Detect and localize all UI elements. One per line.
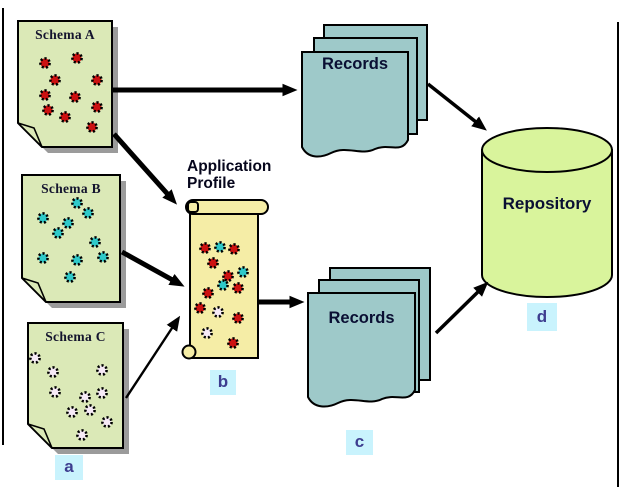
arrow-records-top-to-repository bbox=[426, 82, 487, 131]
marker-d: d bbox=[527, 303, 557, 331]
marker-b: b bbox=[210, 370, 236, 395]
scroll-roll-curl bbox=[187, 201, 199, 213]
schema-a-label: Schema A bbox=[35, 27, 95, 42]
records-top-front-page bbox=[301, 51, 409, 158]
schema-a-document bbox=[17, 20, 118, 153]
application-profile-title: Application Profile bbox=[187, 158, 271, 192]
repository-label: Repository bbox=[502, 194, 592, 213]
application-profile-scroll bbox=[181, 199, 269, 360]
scroll-top-roll bbox=[185, 199, 269, 215]
arrow-schema-a-to-profile bbox=[112, 132, 177, 205]
scroll-bottom-curl bbox=[181, 344, 197, 360]
arrow-schema-c-to-profile bbox=[124, 315, 181, 399]
arrow-schema-b-to-profile bbox=[120, 249, 185, 287]
schema-a-fold-corner bbox=[17, 122, 43, 148]
repository-cylinder-top bbox=[481, 127, 613, 173]
records-bottom-stack bbox=[307, 267, 431, 408]
arrow-records-bottom-to-repository bbox=[434, 281, 489, 335]
records-bottom-label: Records bbox=[328, 309, 395, 327]
repository-cylinder bbox=[481, 127, 613, 298]
schema-c-fold-corner bbox=[27, 423, 53, 449]
schema-c-document bbox=[27, 322, 129, 454]
application-profile-title-line1: Application bbox=[187, 158, 272, 175]
schema-b-document bbox=[21, 174, 126, 308]
schema-b-dots bbox=[37, 197, 109, 283]
records-top-stack bbox=[301, 24, 428, 158]
schema-c-dots bbox=[29, 352, 113, 441]
schema-b-fold-corner bbox=[21, 277, 47, 303]
schema-b-label: Schema B bbox=[41, 181, 101, 196]
schema-c-label: Schema C bbox=[45, 329, 106, 344]
application-profile-title-line2: Profile bbox=[187, 175, 236, 192]
marker-a: a bbox=[55, 455, 83, 480]
schema-a-dots bbox=[39, 52, 103, 133]
marker-c: c bbox=[346, 430, 373, 455]
arrows bbox=[112, 82, 489, 399]
records-top-label: Records bbox=[321, 55, 389, 73]
records-bottom-front-page bbox=[307, 292, 416, 408]
application-profile-dots bbox=[194, 241, 249, 349]
